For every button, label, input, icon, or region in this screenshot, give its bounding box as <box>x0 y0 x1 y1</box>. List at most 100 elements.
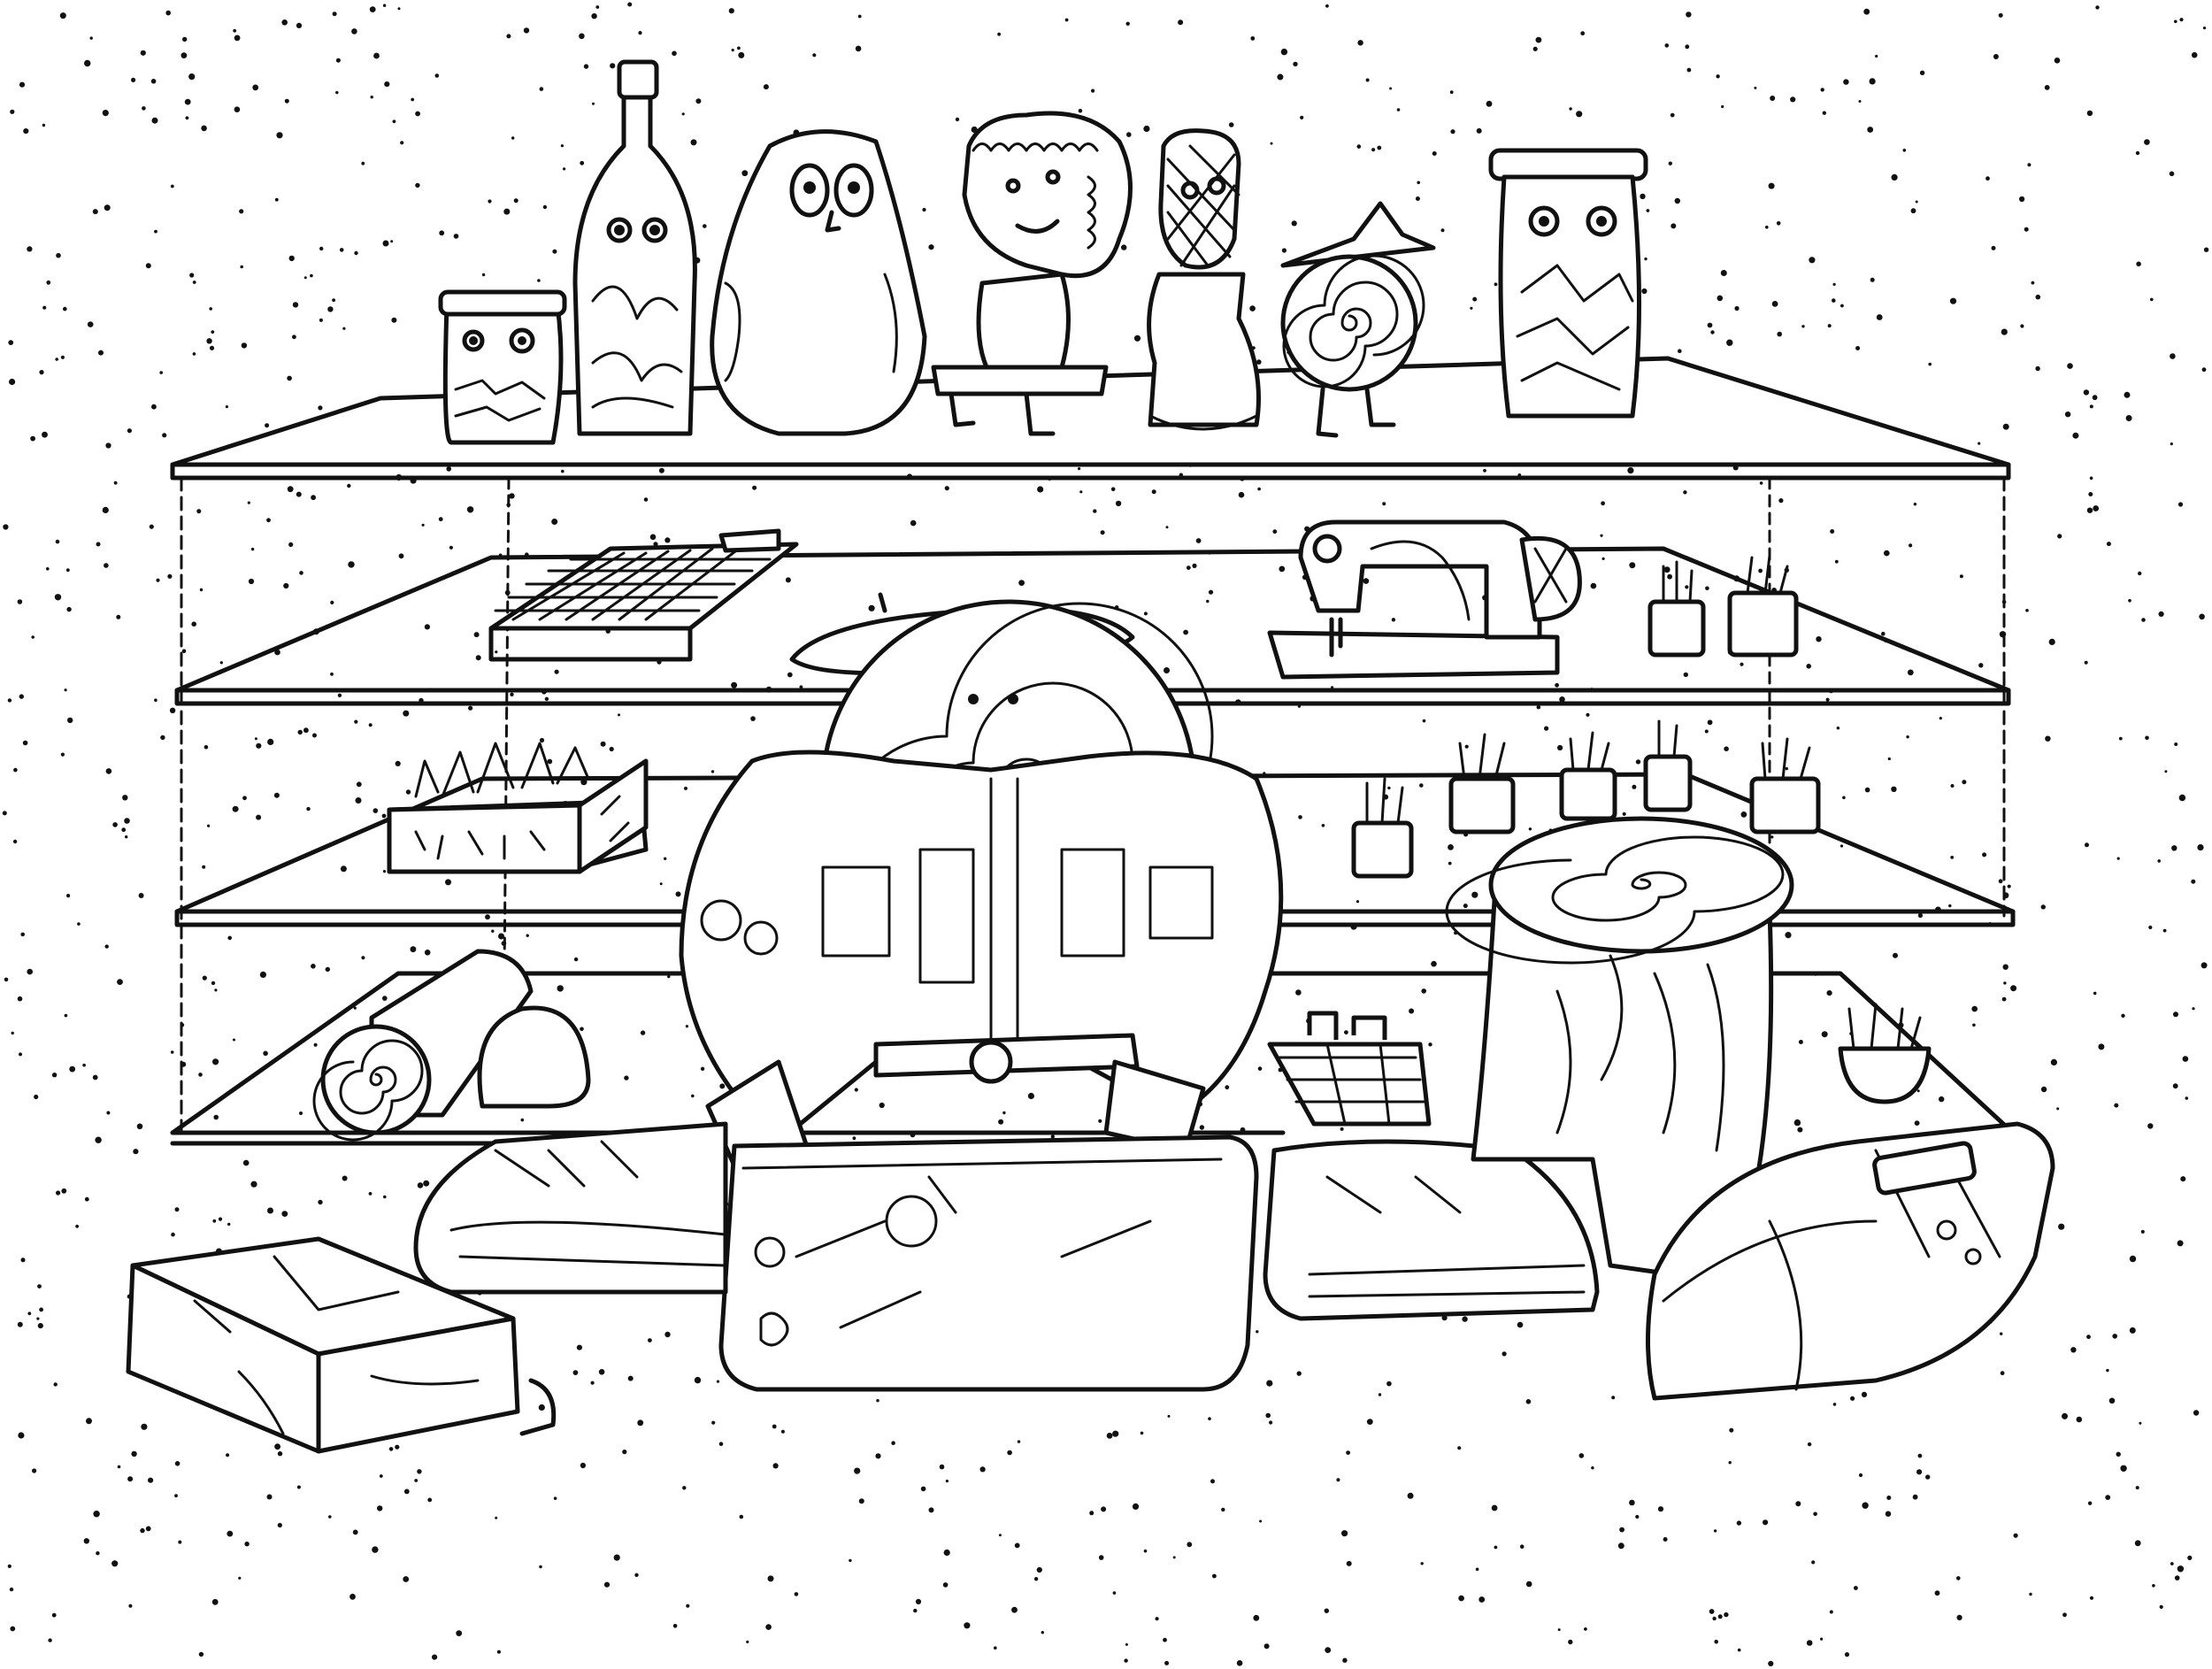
speckle-dot <box>544 696 549 701</box>
speckle-dot <box>415 111 420 117</box>
speckle-dot <box>2174 19 2177 24</box>
speckle-dot <box>1263 1643 1270 1650</box>
speckle-dot <box>66 606 72 612</box>
speckle-dot <box>1269 1420 1273 1425</box>
speckle-dot <box>1771 301 1778 307</box>
speckle-dot <box>1834 559 1839 564</box>
speckle-dot <box>42 305 47 310</box>
speckle-dot <box>1165 526 1169 529</box>
speckle-dot <box>171 1232 175 1237</box>
speckle-dot <box>2141 618 2146 622</box>
speckle-dot <box>542 204 548 210</box>
speckle-dot <box>46 280 51 285</box>
speckle-dot <box>2045 735 2051 742</box>
speckle-dot <box>2086 507 2093 513</box>
speckle-dot <box>227 1222 231 1227</box>
speckle-dot <box>19 81 26 88</box>
speckle-dot <box>1893 952 1898 958</box>
speckle-dot <box>945 1480 949 1483</box>
speckle-dot <box>1622 811 1626 816</box>
speckle-dot <box>1568 1639 1573 1645</box>
speckle-dot <box>1421 988 1426 994</box>
speckle-dot <box>1829 1610 1833 1614</box>
speckle-dot <box>27 1311 32 1316</box>
speckle-dot <box>388 1447 394 1451</box>
speckle-dot <box>1208 1417 1211 1420</box>
speckle-dot <box>2029 1592 2032 1596</box>
speckle-dot <box>876 1399 879 1403</box>
speckle-dot <box>643 497 649 502</box>
speckle-dot <box>2010 985 2017 992</box>
speckle-dot <box>370 96 373 99</box>
speckle-dot <box>763 84 769 90</box>
speckle-dot <box>174 1207 180 1212</box>
speckle-dot <box>145 1526 151 1532</box>
speckle-dot <box>2003 981 2007 985</box>
speckle-dot <box>30 435 35 442</box>
speckle-dot <box>1371 148 1376 152</box>
speckle-dot <box>1768 1660 1774 1666</box>
speckle-dot <box>219 661 223 665</box>
speckle-dot <box>1448 861 1452 865</box>
speckle-dot <box>1740 662 1744 666</box>
speckle-dot <box>145 263 151 269</box>
speckle-dot <box>1842 796 1846 800</box>
speckle-dot <box>1007 1450 1012 1456</box>
speckle-dot <box>1293 61 1298 67</box>
speckle-dot <box>1956 1614 1962 1620</box>
speckle-dot <box>202 865 206 869</box>
speckle-dot <box>737 46 741 50</box>
speckle-dot <box>1462 1316 1468 1322</box>
speckle-dot <box>2000 1332 2003 1335</box>
speckle-dot <box>1919 70 1925 76</box>
speckle-dot <box>10 1626 16 1632</box>
speckle-dot <box>51 1612 57 1618</box>
speckle-dot <box>1078 108 1083 113</box>
speckle-dot <box>1917 1453 1923 1458</box>
speckle-dot <box>1617 1542 1624 1550</box>
shelf-upper <box>174 546 2011 693</box>
speckle-dot <box>250 547 255 551</box>
speckle-dot <box>267 738 274 746</box>
speckle-dot <box>133 1149 139 1155</box>
speckle-dot <box>204 745 209 750</box>
speckle-dot <box>19 694 24 699</box>
speckle-dot <box>11 1031 14 1035</box>
speckle-dot <box>1724 1611 1729 1618</box>
speckle-dot <box>2170 353 2176 359</box>
speckle-dot <box>2035 294 2041 300</box>
speckle-dot <box>939 1464 945 1470</box>
speckle-dot <box>265 423 270 428</box>
speckle-dot <box>417 1182 424 1188</box>
speckle-dot <box>125 835 128 839</box>
speckle-dot <box>1917 912 1923 919</box>
speckle-dot <box>994 1646 997 1650</box>
speckle-dot <box>22 740 28 746</box>
speckle-dot <box>55 358 58 361</box>
speckle-dot <box>1939 1096 1945 1103</box>
speckle-dot <box>2040 1086 2047 1093</box>
speckle-dot <box>55 539 60 544</box>
speckle-dot <box>716 1380 720 1383</box>
speckle-dot <box>591 13 597 19</box>
speckle-dot <box>2157 859 2161 863</box>
speckle-dot <box>131 77 136 82</box>
speckle-dot <box>1667 573 1672 580</box>
speckle-dot <box>1686 12 1692 18</box>
speckle-dot <box>122 795 128 801</box>
speckle-dot <box>1336 1478 1340 1482</box>
speckle-dot <box>667 974 671 979</box>
speckle-dot <box>17 1321 23 1327</box>
speckle-dot <box>140 1527 145 1534</box>
speckle-dot <box>2125 415 2132 421</box>
speckle-dot <box>1600 534 1603 537</box>
speckle-dot <box>1346 1560 1352 1566</box>
speckle-dot <box>207 824 211 827</box>
speckle-dot <box>854 1467 861 1474</box>
speckle-dot <box>1528 827 1532 831</box>
speckle-dot <box>2092 395 2098 401</box>
speckle-dot <box>1832 1403 1837 1406</box>
speckle-dot <box>1475 1567 1479 1572</box>
speckle-dot <box>332 298 335 303</box>
speckle-dot <box>2145 735 2149 741</box>
